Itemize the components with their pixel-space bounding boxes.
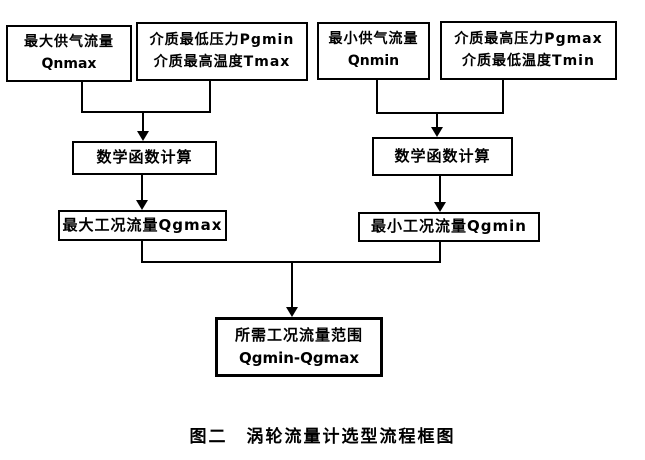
box-max-working-flow-label: 最大工况流量Qgmax [62, 215, 223, 234]
connector-left-branch2 [209, 81, 211, 113]
box-required-flow-range-line1: 所需工况流量范围 [234, 325, 363, 344]
connector-right-to-calc [436, 114, 438, 128]
box-required-flow-range: 所需工况流量范围 Qgmin-Qgmax [215, 317, 383, 377]
arrowhead-down-icon [286, 307, 298, 317]
connector-calc-right-to-qgmin [439, 176, 441, 203]
box-math-calc-right: 数学函数计算 [372, 137, 513, 176]
connector-bottom-bus [141, 261, 441, 263]
box-max-supply-flow: 最大供气流量 Qnmax [6, 25, 132, 82]
box-max-supply-flow-line1: 最大供气流量 [24, 33, 114, 50]
connector-right-bus [376, 112, 504, 114]
connector-left-branch1 [81, 82, 83, 113]
box-max-pressure-min-temp: 介质最高压力Pgmax 介质最低温度Tmin [440, 21, 617, 80]
connector-right-branch2 [502, 80, 504, 114]
box-min-working-flow-label: 最小工况流量Qgmin [371, 217, 527, 236]
box-min-working-flow: 最小工况流量Qgmin [358, 212, 540, 242]
connector-calc-left-to-qgmax [141, 175, 143, 201]
connector-qgmin-down [439, 242, 441, 263]
box-min-temp-line: 介质最低温度Tmin [462, 52, 595, 69]
box-min-supply-flow-line1: 最小供气流量 [328, 31, 419, 48]
box-min-pressure-max-temp: 介质最低压力Pgmin 介质最高温度Tmax [136, 22, 308, 81]
box-min-supply-flow: 最小供气流量 Qnmin [317, 22, 430, 80]
figure-caption: 图二 涡轮流量计选型流程框图 [189, 427, 456, 447]
arrowhead-down-icon [136, 200, 148, 210]
box-math-calc-left: 数学函数计算 [72, 141, 217, 175]
connector-left-to-calc [142, 113, 144, 132]
arrowhead-down-icon [431, 127, 443, 137]
box-math-calc-left-label: 数学函数计算 [96, 148, 193, 167]
box-math-calc-right-label: 数学函数计算 [394, 146, 491, 165]
box-max-working-flow: 最大工况流量Qgmax [58, 210, 227, 241]
arrowhead-down-icon [434, 202, 446, 212]
box-max-pressure-line: 介质最高压力Pgmax [454, 30, 603, 47]
box-max-temp-line: 介质最高温度Tmax [153, 53, 291, 70]
box-min-supply-flow-line2: Qnmin [347, 53, 400, 69]
arrowhead-down-icon [137, 131, 149, 141]
connector-qgmax-down [141, 241, 143, 263]
box-required-flow-range-line2: Qgmin-Qgmax [238, 349, 360, 367]
connector-left-bus [81, 111, 211, 113]
box-max-supply-flow-line2: Qnmax [41, 55, 97, 72]
connector-right-branch1 [376, 80, 378, 114]
connector-to-result [291, 263, 293, 308]
box-min-pressure-line: 介质最低压力Pgmin [149, 31, 295, 48]
